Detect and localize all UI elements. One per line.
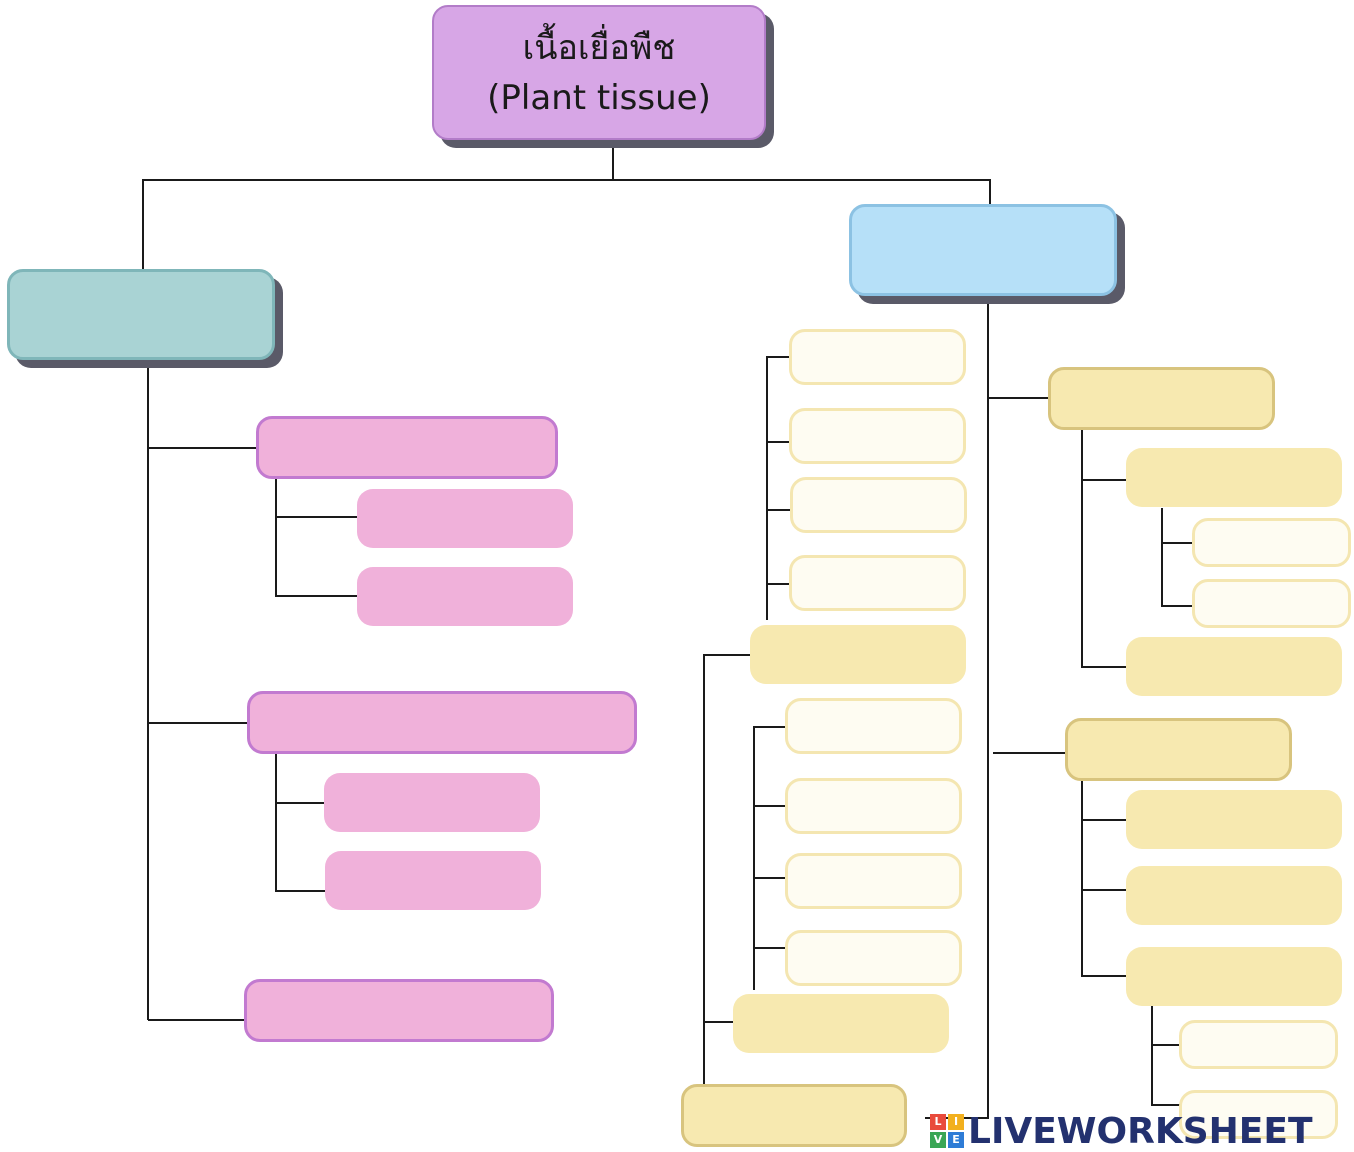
answer-box-right-category[interactable] [849, 204, 1117, 296]
answer-box-right-group-1[interactable] [1048, 367, 1275, 430]
answer-box-middle-upper-item-1[interactable] [789, 329, 966, 385]
answer-box-middle-upper-item-4[interactable] [789, 555, 966, 611]
answer-box-left-group-1[interactable] [256, 416, 558, 479]
logo-tile-l: L [930, 1114, 946, 1130]
answer-box-left-group-2[interactable] [247, 691, 637, 754]
answer-box-right-group-2-item-2[interactable] [1126, 866, 1342, 925]
answer-box-middle-upper-item-3[interactable] [790, 477, 967, 533]
answer-box-right-group-2[interactable] [1065, 718, 1292, 781]
answer-box-right-group-1-item-2[interactable] [1126, 637, 1342, 696]
logo-tile-i: I [948, 1114, 964, 1130]
answer-box-left-group-2-item-2[interactable] [325, 851, 541, 910]
root-title-english: (Plant tissue) [487, 77, 711, 118]
answer-box-left-category[interactable] [7, 269, 275, 360]
logo-mark-icon: L I V E [930, 1114, 964, 1148]
logo-tile-v: V [930, 1132, 946, 1148]
answer-box-right-group-2-item-3[interactable] [1126, 947, 1342, 1006]
answer-box-right-group-2-subitem-1[interactable] [1179, 1020, 1338, 1069]
root-title-thai: เนื้อเยื่อพืช [522, 27, 676, 68]
logo-tile-e: E [948, 1132, 964, 1148]
answer-box-left-group-1-item-2[interactable] [357, 567, 573, 626]
answer-box-right-group-1-subitem-1[interactable] [1192, 518, 1351, 567]
answer-box-middle-upper-item-2[interactable] [789, 408, 966, 464]
answer-box-right-group-2-item-1[interactable] [1126, 790, 1342, 849]
answer-box-middle-group-3[interactable] [681, 1084, 907, 1147]
answer-box-left-group-2-item-1[interactable] [324, 773, 540, 832]
answer-box-middle-lower-item-4[interactable] [785, 930, 962, 986]
answer-box-middle-group-1[interactable] [750, 625, 966, 684]
answer-box-right-group-1-item-1[interactable] [1126, 448, 1342, 507]
answer-box-right-group-1-subitem-2[interactable] [1192, 579, 1351, 628]
answer-box-middle-lower-item-3[interactable] [785, 853, 962, 909]
liveworksheets-logo: L I V E LIVEWORKSHEET [930, 1110, 1313, 1152]
answer-box-middle-group-2[interactable] [733, 994, 949, 1053]
root-node: เนื้อเยื่อพืช (Plant tissue) [432, 5, 766, 140]
answer-box-middle-lower-item-2[interactable] [785, 778, 962, 834]
answer-box-left-group-3[interactable] [244, 979, 554, 1042]
answer-box-left-group-1-item-1[interactable] [357, 489, 573, 548]
logo-wordmark: LIVEWORKSHEET [968, 1110, 1313, 1152]
answer-box-middle-lower-item-1[interactable] [785, 698, 962, 754]
answer-box-right-group-2-subitem-2[interactable] [1179, 1090, 1338, 1139]
